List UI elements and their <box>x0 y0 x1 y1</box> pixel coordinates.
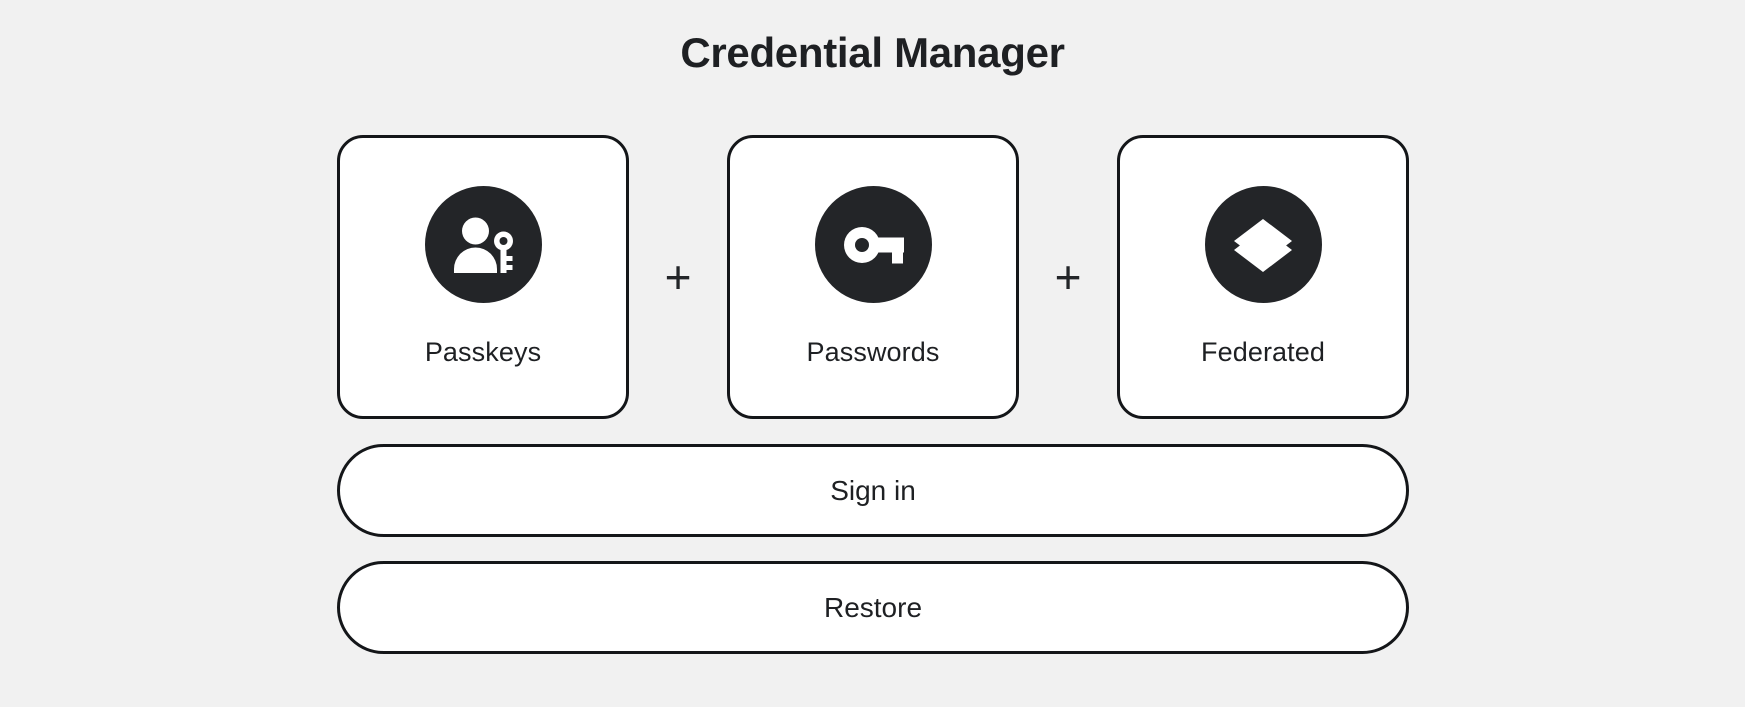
credential-card-label: Passwords <box>806 337 940 367</box>
key-icon <box>814 186 932 303</box>
credential-card-federated[interactable]: Federated <box>1117 135 1409 419</box>
plus-separator-2: + <box>1054 251 1082 303</box>
credential-card-label: Federated <box>1201 337 1325 367</box>
layers-icon <box>1204 186 1322 303</box>
restore-button[interactable]: Restore <box>337 561 1409 654</box>
credential-type-row: Passkeys + Passwords + <box>337 133 1409 421</box>
credential-card-passwords[interactable]: Passwords <box>727 135 1019 419</box>
credential-card-label: Passkeys <box>424 337 542 367</box>
sign-in-button[interactable]: Sign in <box>337 444 1409 537</box>
credential-card-passkeys[interactable]: Passkeys <box>337 135 629 419</box>
page-title: Credential Manager <box>680 29 1065 76</box>
person-key-icon <box>424 186 542 303</box>
plus-separator-1: + <box>664 251 692 303</box>
